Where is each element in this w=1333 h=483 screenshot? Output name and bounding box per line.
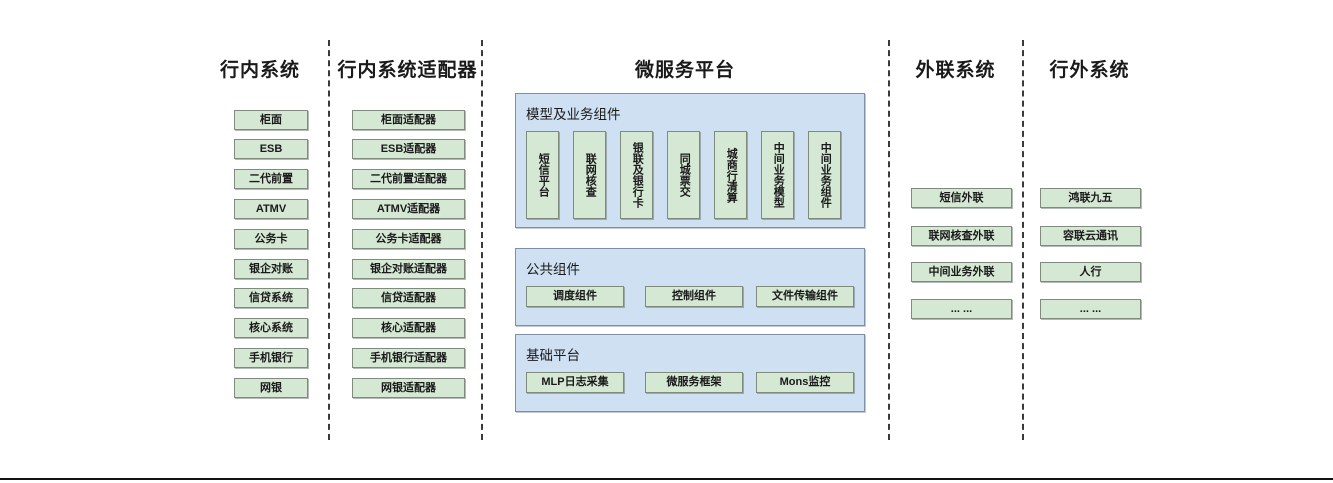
node-label: 同城票交 xyxy=(678,153,691,197)
panel-title-public-components: 公共组件 xyxy=(526,262,580,277)
node-label: 城商行清算 xyxy=(725,147,738,203)
node-internal-adapter[interactable]: 核心适配器 xyxy=(352,318,465,338)
node-internal-adapter[interactable]: 柜面适配器 xyxy=(352,110,465,130)
node-model-component[interactable]: 同城票交 xyxy=(667,131,700,219)
node-external-link-system[interactable]: 中间业务外联 xyxy=(911,262,1012,282)
node-internal-adapter[interactable]: ATMV适配器 xyxy=(352,199,465,219)
node-internal-system[interactable]: ESB xyxy=(234,139,308,159)
node-external-link-system[interactable]: 短信外联 xyxy=(911,188,1012,208)
column-title-internal-adapters: 行内系统适配器 xyxy=(337,60,478,81)
node-internal-system[interactable]: 手机银行 xyxy=(234,348,308,368)
node-base-platform-component[interactable]: Mons监控 xyxy=(756,372,854,393)
node-model-component[interactable]: 银联及银行卡 xyxy=(620,131,653,219)
node-model-component[interactable]: 中间业务模型 xyxy=(761,131,794,219)
node-model-component[interactable]: 短信平台 xyxy=(526,131,559,219)
node-internal-adapter[interactable]: ESB适配器 xyxy=(352,139,465,159)
node-public-component[interactable]: 文件传输组件 xyxy=(756,286,854,307)
node-label: 中间业务模型 xyxy=(772,142,785,208)
node-label: 银联及银行卡 xyxy=(631,142,644,208)
node-model-component[interactable]: 中间业务组件 xyxy=(808,131,841,219)
column-title-internal-systems: 行内系统 xyxy=(219,60,300,81)
node-public-component[interactable]: 调度组件 xyxy=(526,286,624,307)
panel-title-model-business-components: 模型及业务组件 xyxy=(526,107,621,122)
column-divider-1 xyxy=(328,40,330,440)
node-internal-adapter[interactable]: 网银适配器 xyxy=(352,378,465,398)
node-label: 联网核查 xyxy=(584,153,597,197)
node-offbank-system[interactable]: ... ... xyxy=(1040,299,1141,319)
node-offbank-system[interactable]: 容联云通讯 xyxy=(1040,226,1141,246)
node-internal-system[interactable]: 二代前置 xyxy=(234,169,308,189)
node-internal-system[interactable]: ATMV xyxy=(234,199,308,219)
node-internal-adapter[interactable]: 银企对账适配器 xyxy=(352,259,465,279)
node-internal-system[interactable]: 信贷系统 xyxy=(234,288,308,308)
node-offbank-system[interactable]: 人行 xyxy=(1040,262,1141,282)
node-internal-system[interactable]: 银企对账 xyxy=(234,259,308,279)
node-external-link-system[interactable]: ... ... xyxy=(911,299,1012,319)
node-internal-system[interactable]: 公务卡 xyxy=(234,229,308,249)
column-title-external-link-systems: 外联系统 xyxy=(915,60,996,81)
node-offbank-system[interactable]: 鸿联九五 xyxy=(1040,188,1141,208)
node-base-platform-component[interactable]: 微服务框架 xyxy=(645,372,743,393)
node-internal-adapter[interactable]: 二代前置适配器 xyxy=(352,169,465,189)
node-label: 短信平台 xyxy=(537,153,550,197)
panel-title-base-platform: 基础平台 xyxy=(526,348,580,363)
column-title-microservice-platform: 微服务平台 xyxy=(634,60,735,81)
node-internal-adapter[interactable]: 手机银行适配器 xyxy=(352,348,465,368)
column-divider-4 xyxy=(1022,40,1024,440)
node-model-component[interactable]: 城商行清算 xyxy=(714,131,747,219)
node-internal-system[interactable]: 柜面 xyxy=(234,110,308,130)
node-external-link-system[interactable]: 联网核查外联 xyxy=(911,226,1012,246)
node-model-component[interactable]: 联网核查 xyxy=(573,131,606,219)
node-public-component[interactable]: 控制组件 xyxy=(645,286,743,307)
node-label: 中间业务组件 xyxy=(819,142,832,208)
node-internal-system[interactable]: 网银 xyxy=(234,378,308,398)
node-internal-adapter[interactable]: 信贷适配器 xyxy=(352,288,465,308)
column-divider-3 xyxy=(888,40,890,440)
node-base-platform-component[interactable]: MLP日志采集 xyxy=(526,372,624,393)
bottom-rule xyxy=(0,478,1333,480)
column-divider-2 xyxy=(481,40,483,440)
node-internal-adapter[interactable]: 公务卡适配器 xyxy=(352,229,465,249)
node-internal-system[interactable]: 核心系统 xyxy=(234,318,308,338)
column-title-offbank-systems: 行外系统 xyxy=(1049,60,1130,81)
